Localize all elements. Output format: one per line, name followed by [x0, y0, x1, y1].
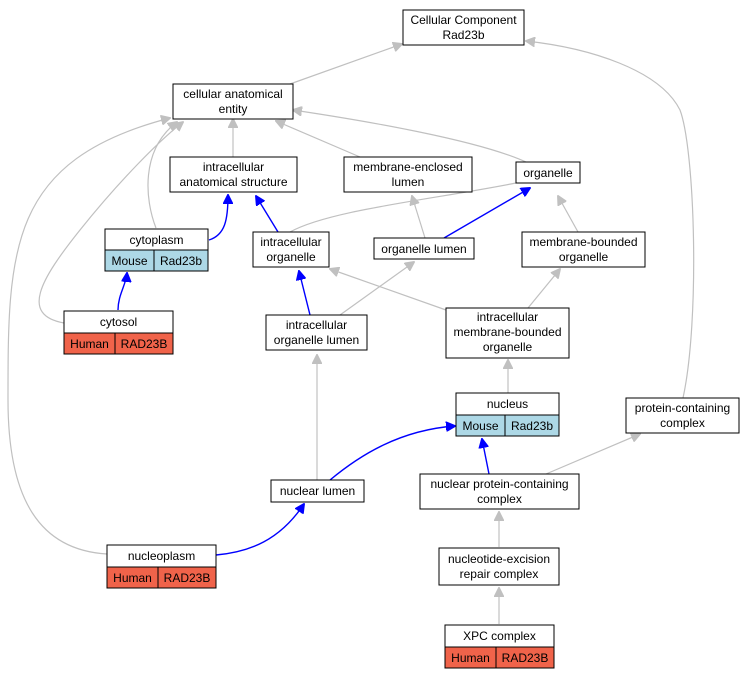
node-label: lumen: [392, 175, 425, 189]
node-label: nuclear protein-containing: [430, 477, 568, 491]
edge-organelle-to-cae: [293, 110, 529, 164]
node-nuclear-protein-containing-complex[interactable]: nuclear protein-containing complex: [419, 473, 580, 510]
edge-nucleoplasm-to-nl[interactable]: [215, 504, 304, 556]
nodes: Cellular Component Rad23b cellular anato…: [63, 9, 740, 669]
node-label: organelle: [483, 340, 533, 354]
node-label: complex: [477, 492, 522, 506]
node-nucleus[interactable]: nucleus Mouse Rad23b: [455, 392, 560, 437]
edge-nl-to-nucleus[interactable]: [329, 426, 455, 481]
node-label: intracellular: [203, 160, 264, 174]
node-label: membrane-enclosed: [353, 160, 462, 174]
node-nuclear-lumen[interactable]: nuclear lumen: [270, 479, 365, 503]
gene-cell-mouse: [504, 414, 560, 437]
node-intracellular-anatomical-structure[interactable]: intracellular anatomical structure: [169, 156, 298, 193]
node-organelle[interactable]: organelle: [515, 161, 581, 184]
edges: [7, 41, 695, 624]
node-label: membrane-bounded: [529, 235, 637, 249]
edge-mbo-to-organelle: [558, 196, 579, 233]
node-organelle-lumen[interactable]: organelle lumen: [373, 237, 475, 260]
gene-label: RAD23B: [502, 651, 549, 665]
node-label: nucleus: [487, 397, 528, 411]
edge-cytosol-to-cae: [38, 122, 183, 324]
node-label: organelle: [559, 250, 609, 264]
species-label: Human: [113, 571, 152, 585]
edge-iol-to-io[interactable]: [299, 271, 311, 316]
node-label: entity: [219, 102, 248, 116]
species-label: Human: [70, 337, 109, 351]
gene-cell-human: [114, 332, 174, 355]
species-label: Mouse: [462, 419, 498, 433]
edge-mel-to-cae: [276, 121, 361, 158]
edge-iol-to-ol: [339, 262, 414, 316]
node-protein-containing-complex[interactable]: protein-containing complex: [625, 397, 740, 434]
node-label: nucleoplasm: [128, 549, 195, 563]
node-label: repair complex: [460, 567, 539, 581]
node-label: anatomical structure: [179, 175, 287, 189]
edge-imbo-to-io: [330, 269, 447, 311]
node-label: nuclear lumen: [280, 484, 355, 498]
node-label: nucleotide-excision: [448, 552, 550, 566]
node-xpc-complex[interactable]: XPC complex Human RAD23B: [444, 624, 555, 669]
edge-cytoplasm-to-cae: [147, 122, 177, 229]
edge-npcc-to-pcc: [545, 434, 640, 475]
species-label: Human: [451, 651, 490, 665]
node-cytoplasm[interactable]: cytoplasm Mouse Rad23b: [104, 228, 209, 272]
edge-cae-to-root: [289, 44, 402, 85]
species-label: Mouse: [111, 254, 147, 268]
node-label: Cellular Component: [410, 13, 517, 27]
gene-cell-human: [495, 646, 555, 669]
node-nucleotide-excision-repair-complex[interactable]: nucleotide-excision repair complex: [438, 547, 560, 586]
edge-npcc-to-nucleus[interactable]: [482, 439, 490, 475]
node-label: complex: [660, 416, 705, 430]
edge-cytoplasm-to-ias[interactable]: [208, 195, 228, 241]
node-label: organelle: [266, 250, 316, 264]
node-label: cytoplasm: [129, 233, 183, 247]
node-intracellular-organelle-lumen[interactable]: intracellular organelle lumen: [265, 314, 368, 351]
gene-label: Rad23b: [511, 419, 553, 433]
node-label: intracellular: [260, 235, 321, 249]
gene-label: RAD23B: [121, 337, 168, 351]
node-label: cellular anatomical: [183, 87, 282, 101]
node-nucleoplasm[interactable]: nucleoplasm Human RAD23B: [106, 544, 217, 589]
node-label: protein-containing: [635, 401, 730, 415]
edge-io-to-organelle: [289, 182, 517, 233]
node-label: intracellular: [286, 318, 347, 332]
node-membrane-bounded-organelle[interactable]: membrane-bounded organelle: [521, 231, 646, 268]
gene-label: Rad23b: [160, 254, 202, 268]
edge-imbo-to-mbo: [527, 269, 560, 309]
node-cellular-component[interactable]: Cellular Component Rad23b: [402, 9, 525, 46]
node-label: Rad23b: [442, 28, 484, 42]
node-label: membrane-bounded: [453, 325, 561, 339]
node-label: organelle lumen: [381, 242, 466, 256]
node-membrane-enclosed-lumen[interactable]: membrane-enclosed lumen: [343, 156, 473, 193]
node-intracellular-organelle[interactable]: intracellular organelle: [252, 231, 330, 268]
edge-nucleoplasm-to-cae: [7, 118, 170, 555]
gene-cell-human: [157, 566, 217, 589]
edge-io-to-ias[interactable]: [256, 196, 279, 233]
edge-ol-to-mel: [412, 196, 426, 239]
node-cytosol[interactable]: cytosol Human RAD23B: [63, 310, 174, 355]
node-cellular-anatomical-entity[interactable]: cellular anatomical entity: [172, 83, 294, 120]
gene-cell-mouse: [153, 249, 209, 272]
node-label: organelle: [523, 166, 573, 180]
node-label: cytosol: [100, 315, 137, 329]
node-label: XPC complex: [463, 629, 536, 643]
gene-label: RAD23B: [164, 571, 211, 585]
edge-ol-to-organelle[interactable]: [443, 188, 530, 239]
edge-pcc-to-root: [526, 41, 695, 399]
node-label: intracellular: [477, 310, 538, 324]
edge-cytosol-to-cytoplasm[interactable]: [117, 273, 127, 311]
node-intracellular-membrane-bounded-organelle[interactable]: intracellular membrane-bounded organelle: [445, 307, 570, 359]
node-label: organelle lumen: [274, 333, 359, 347]
